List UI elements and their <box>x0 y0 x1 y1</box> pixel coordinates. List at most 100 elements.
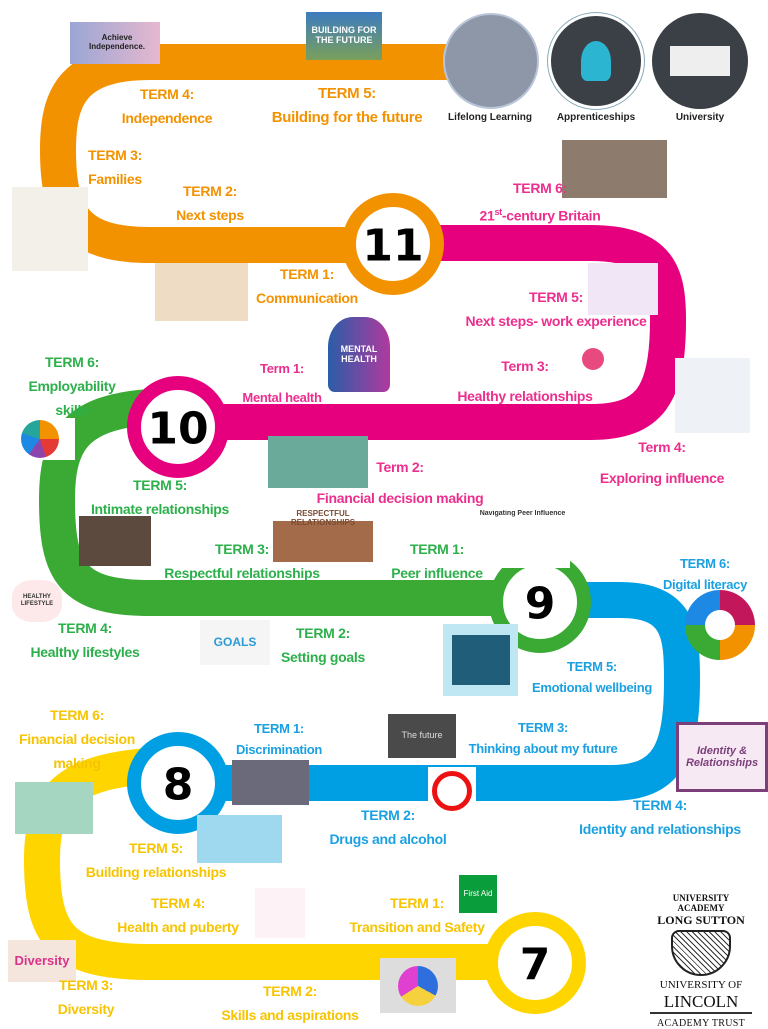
year-11-number: 11 <box>362 220 424 272</box>
topic-label: Families <box>88 171 142 187</box>
lifelong-learning-globe-icon <box>443 13 539 109</box>
financial-decision-image <box>268 436 368 488</box>
y10-term4: Term 4:Exploring influence <box>599 432 725 494</box>
y8-term3: TERM 3:Thinking about my future <box>469 717 618 759</box>
term-label: TERM 1: <box>254 721 304 736</box>
y7-term4: TERM 4: Health and puberty <box>117 891 239 939</box>
goals-image: GOALS <box>200 620 270 665</box>
y11-term5: TERM 5:Building for the future <box>272 82 423 130</box>
topic-rest: -century Britain <box>501 207 601 224</box>
mental-health-image: MENTAL HEALTH <box>328 317 390 392</box>
building-future-image: BUILDING FOR THE FUTURE <box>306 12 382 60</box>
y11-term3: TERM 3: Families <box>88 143 142 191</box>
topic-label: Next steps <box>176 207 244 223</box>
topic-label: Intimate relationships <box>90 501 230 517</box>
term-label: TERM 4: <box>58 620 112 636</box>
diversity-image: Diversity <box>8 940 76 982</box>
term-label: TERM 2: <box>361 807 415 823</box>
topic-label: Next steps- work experience <box>465 313 647 329</box>
topic-label: Setting goals <box>281 649 365 665</box>
topic-label: 21st-century Britain <box>479 200 600 228</box>
logo-line2: LONG SUTTON <box>657 912 745 927</box>
term-label: TERM 4: <box>151 895 205 911</box>
topic-label: Independence <box>121 110 213 126</box>
topic-label: Communication <box>256 290 358 306</box>
topic-label: Respectful relationships <box>164 565 320 581</box>
next-steps-stairs-icon <box>262 183 292 218</box>
skills-venn-image <box>380 958 456 1013</box>
topic-label: Drugs and alcohol <box>329 831 447 847</box>
families-image <box>12 187 88 271</box>
year-9-road <box>38 389 540 616</box>
y11-term4: TERM 4: Independence <box>122 82 213 130</box>
topic-label-line2: making <box>53 755 101 771</box>
term-label: Term 2: <box>376 459 424 475</box>
y11-term1: TERM 1: Communication <box>256 262 358 310</box>
destination-lifelong-learning: Lifelong Learning <box>448 112 532 123</box>
term-label: TERM 1: <box>390 895 444 911</box>
year-7-road <box>23 748 535 980</box>
digital-literacy-image <box>685 590 755 660</box>
term-label: TERM 3: <box>215 541 269 557</box>
y9-term6: TERM 6:Digital literacy <box>663 553 747 595</box>
y11-term6: TERM 6: 21st-century Britain <box>479 176 600 228</box>
term-label: Term 3: <box>501 358 549 374</box>
topic-prefix: 21 <box>479 207 495 224</box>
term-label: TERM 6: <box>50 707 104 723</box>
topic-label: Health and puberty <box>117 919 239 935</box>
first-aid-icon: First Aid <box>459 875 497 913</box>
y10-term1: Term 1: Mental health <box>242 354 321 412</box>
achieve-independence-image: Achieve Independence. <box>70 22 160 64</box>
work-experience-mindmap-image <box>588 263 658 315</box>
y11-term2: TERM 2:Next steps <box>176 179 244 227</box>
term-label: TERM 2: <box>263 983 317 999</box>
term-label: TERM 5: <box>318 85 376 102</box>
term-label: TERM 3: <box>59 977 113 993</box>
destination-apprenticeships: Apprenticeships <box>556 112 636 123</box>
term-label: TERM 6: <box>513 180 567 196</box>
identity-relationships-image: Identity & Relationships <box>676 722 768 792</box>
healthy-lifestyle-heart-image: HEALTHY LIFESTYLE <box>12 580 62 622</box>
emotional-health-image <box>443 624 518 696</box>
topic-sup: st <box>494 207 502 217</box>
exploring-influence-image <box>675 358 750 433</box>
thinking-future-image: The future <box>388 714 456 758</box>
topic-label: Mental health <box>242 390 322 405</box>
financial-decision-person-image <box>15 782 93 834</box>
respectful-relationships-image: RESPECTFUL RELATIONSHIPS <box>273 507 373 562</box>
topic-label: Discrimination <box>235 742 323 757</box>
y10-term3: Term 3: Healthy relationships <box>457 351 593 411</box>
year-9-number: 9 <box>524 578 556 630</box>
topic-label: Skills and aspirations <box>221 1007 359 1023</box>
year-10-marker <box>127 376 229 478</box>
year-8-road <box>178 582 701 801</box>
term-label: TERM 5: <box>529 289 583 305</box>
term-label: TERM 2: <box>296 625 350 641</box>
term-label: TERM 4: <box>140 86 194 102</box>
topic-label: Financial decision making <box>316 490 484 506</box>
term-label: TERM 6: <box>680 556 730 571</box>
topic-label: Diversity <box>57 1001 115 1017</box>
y8-term4: TERM 4:Identity and relationships <box>579 793 741 841</box>
topic-label: Healthy relationships <box>457 388 593 404</box>
y8-term2: TERM 2: Drugs and alcohol <box>329 803 446 851</box>
term-label: Term 1: <box>260 361 304 376</box>
topic-label: Exploring influence <box>599 470 725 486</box>
year-8-number: 8 <box>162 759 194 811</box>
y9-term4: TERM 4:Healthy lifestyles <box>31 616 140 664</box>
term-label: TERM 5: <box>129 840 183 856</box>
term-label: TERM 1: <box>280 266 334 282</box>
topic-label: Transition and Safety <box>349 919 485 935</box>
employability-wheel-image <box>5 418 75 460</box>
year-11-marker <box>342 193 444 295</box>
topic-label: Employability <box>28 378 116 394</box>
destination-university: University <box>675 112 725 123</box>
year-10-road <box>178 225 687 440</box>
y7-term1: TERM 1: Transition and Safety <box>349 891 485 939</box>
year-7-marker <box>484 912 586 1014</box>
topic-label: Building relationships <box>85 864 227 880</box>
term-label: TERM 3: <box>88 147 142 163</box>
